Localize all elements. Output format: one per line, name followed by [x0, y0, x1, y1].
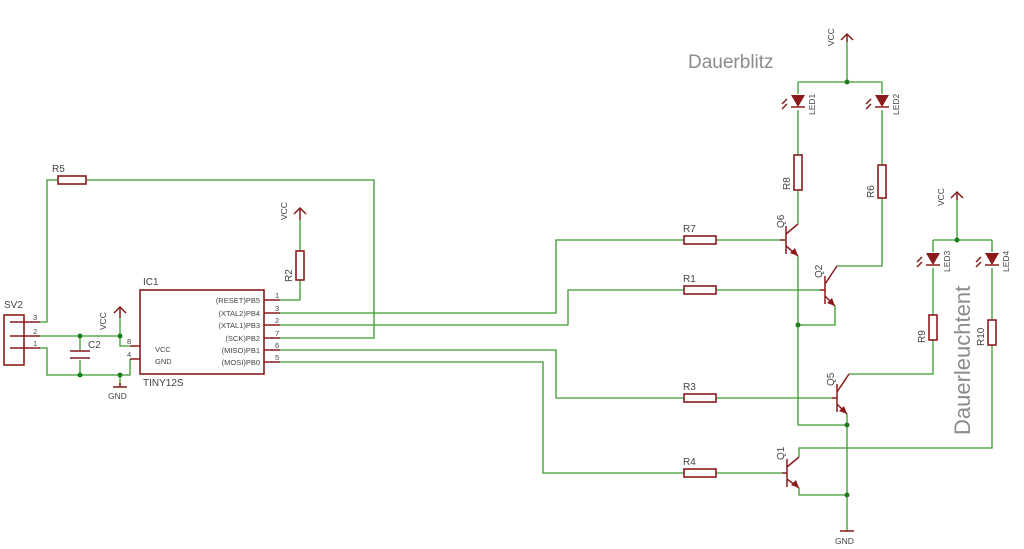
- junction: [77, 372, 83, 378]
- ic1-type: TINY12S: [143, 378, 184, 389]
- sv2-pin-3: 3: [33, 313, 37, 322]
- gnd-label: GND: [108, 391, 127, 401]
- gnd-symbol-ic: GND: [108, 383, 127, 401]
- resistor-r4: R4: [683, 457, 717, 478]
- led1: LED1: [781, 93, 817, 115]
- r3-label: R3: [683, 382, 696, 393]
- gnd-symbol-main: GND: [835, 530, 854, 546]
- junction: [795, 322, 801, 328]
- ic1-pin-num: 5: [275, 353, 279, 362]
- ic1-pin-name: (RESET)PB5: [216, 296, 260, 305]
- ic1-pin-name: (MISO)PB1: [222, 346, 260, 355]
- sv2-pin-1: 1: [33, 339, 37, 348]
- resistor-r5: R5: [52, 164, 87, 185]
- ic1-tiny12s: IC1 TINY12S 8 4 VCC GND (RESET)PB5 (XTAL…: [127, 277, 280, 389]
- transistor-q5: Q5: [826, 372, 850, 415]
- vcc-label: VCC: [936, 188, 946, 206]
- r8-label: R8: [782, 177, 793, 190]
- r4-label: R4: [683, 457, 696, 468]
- capacitor-c2: C2: [70, 340, 101, 359]
- ic1-pin-name: GND: [155, 357, 172, 366]
- ic1-pin-name: (SCK)PB2: [225, 334, 260, 343]
- resistor-r10: R10: [976, 319, 997, 346]
- r2-label: R2: [284, 269, 295, 282]
- resistor-r1: R1: [683, 274, 717, 295]
- junction: [77, 333, 83, 339]
- transistor-q6: Q6: [776, 214, 799, 257]
- ic1-pin-num: 7: [275, 329, 279, 338]
- junction: [954, 237, 960, 243]
- transistor-q2: Q2: [814, 264, 838, 307]
- junction: [844, 422, 850, 428]
- vcc-symbol-r2: VCC: [279, 202, 307, 220]
- r1-label: R1: [683, 274, 696, 285]
- q2-label: Q2: [814, 264, 825, 278]
- junction: [117, 372, 123, 378]
- ic1-pin-name: (XTAL2)PB4: [218, 309, 260, 318]
- vcc-symbol-dauerleuchtent: VCC: [936, 188, 964, 206]
- junction: [844, 492, 850, 498]
- connector-sv2: SV2 3 2 1: [3, 300, 40, 366]
- wires: [40, 42, 993, 530]
- led2-label: LED2: [891, 93, 901, 115]
- vcc-label: VCC: [826, 28, 836, 46]
- dauerleuchtent-label: Dauerleuchtent: [950, 286, 975, 435]
- vcc-label: VCC: [98, 312, 108, 330]
- q6-label: Q6: [776, 214, 787, 228]
- resistor-r9: R9: [917, 314, 938, 343]
- ic1-pin-num: 6: [275, 341, 279, 350]
- junction: [844, 79, 850, 85]
- q1-label: Q1: [776, 446, 787, 460]
- junctions: [77, 79, 960, 498]
- led4: LED4: [975, 250, 1011, 272]
- vcc-symbol-dauerblitz: VCC: [826, 28, 854, 46]
- q5-label: Q5: [826, 372, 837, 386]
- r5-label: R5: [52, 164, 65, 175]
- c2-label: C2: [88, 340, 101, 351]
- r7-label: R7: [683, 224, 696, 235]
- resistor-r7: R7: [683, 224, 717, 245]
- r9-label: R9: [917, 330, 928, 343]
- ic1-label: IC1: [143, 277, 159, 288]
- ic1-pin-name: (MOSI)PB0: [222, 358, 260, 367]
- resistor-r8: R8: [782, 154, 803, 191]
- led3: LED3: [916, 250, 952, 272]
- led3-label: LED3: [942, 250, 952, 272]
- resistor-r3: R3: [683, 382, 717, 403]
- r6-label: R6: [866, 185, 877, 198]
- r10-label: R10: [976, 327, 987, 346]
- led2: LED2: [865, 93, 901, 115]
- ic1-pin-num: 8: [127, 337, 131, 346]
- ic1-pin-num: 4: [127, 350, 131, 359]
- dauerblitz-label: Dauerblitz: [688, 52, 774, 73]
- gnd-label: GND: [835, 536, 854, 546]
- transistor-q1: Q1: [776, 446, 800, 489]
- ic1-pin-name: VCC: [155, 345, 171, 354]
- junction: [117, 333, 123, 339]
- sv2-label: SV2: [4, 300, 23, 311]
- ic1-pin-num: 2: [275, 316, 279, 325]
- vcc-label: VCC: [279, 202, 289, 220]
- led4-label: LED4: [1001, 250, 1011, 272]
- ic1-pin-name: (XTAL1)PB3: [218, 321, 260, 330]
- ic1-pin-num: 3: [275, 304, 279, 313]
- vcc-symbol-ic: VCC: [98, 305, 127, 330]
- ic1-pin-num: 1: [275, 291, 279, 300]
- resistor-r6: R6: [866, 164, 887, 199]
- led1-label: LED1: [807, 93, 817, 115]
- resistor-r2: R2: [284, 250, 305, 282]
- sv2-pin-2: 2: [33, 327, 37, 336]
